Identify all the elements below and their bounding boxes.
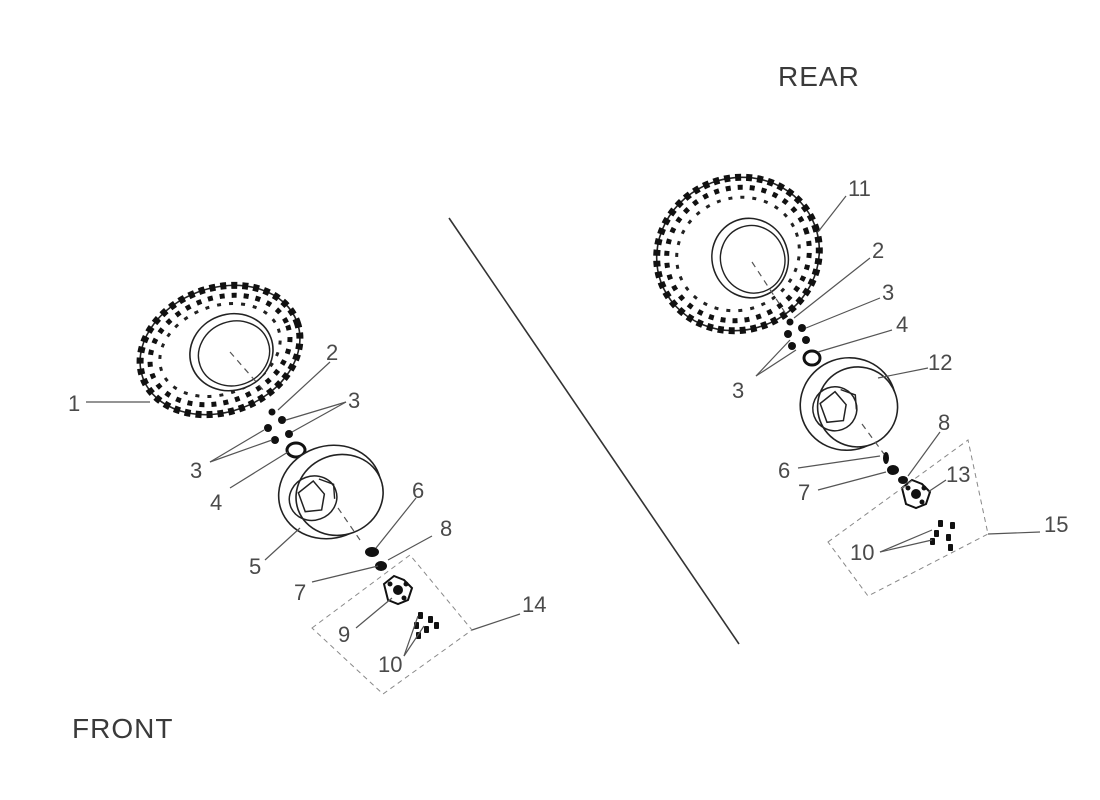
rear-callout-13: 13: [946, 462, 970, 487]
front-callout-3a: 3: [348, 388, 360, 413]
rear-bearing-6: [883, 452, 889, 464]
front-title: FRONT: [72, 713, 173, 744]
front-callout-6: 6: [412, 478, 424, 503]
rear-nut-7: [887, 465, 899, 475]
rear-valve-nut-a: [798, 324, 806, 332]
rear-valve-nut-d: [788, 342, 796, 350]
front-callout-3b: 3: [190, 458, 202, 483]
rear-callout-4: 4: [896, 312, 908, 337]
rear-callout-3b: 3: [732, 378, 744, 403]
front-valve-cap: [268, 408, 276, 416]
front-valve-nut-d: [271, 436, 279, 444]
rear-valve-stem: [802, 349, 822, 367]
rear-hub: [900, 478, 932, 510]
rear-callout-8: 8: [938, 410, 950, 435]
front-hub: [382, 574, 414, 606]
front-callout-9: 9: [338, 622, 350, 647]
rear-valve-cap: [786, 318, 794, 326]
rear-callout-10: 10: [850, 540, 874, 565]
divider-line: [448, 217, 740, 645]
rear-lug-nuts: [930, 520, 955, 551]
front-valve-nut-c: [285, 430, 293, 438]
rear-callout-11: 11: [848, 176, 871, 201]
front-tire-rim-hole: [189, 312, 274, 392]
rear-valve-nut-c: [802, 336, 810, 344]
front-valve-stem: [285, 441, 307, 459]
rear-callout-2: 2: [872, 238, 884, 263]
front-callout-8: 8: [440, 516, 452, 541]
rear-nut-8: [898, 476, 908, 484]
front-rim: [277, 444, 384, 540]
rear-rim: [799, 356, 899, 452]
rear-title: REAR: [778, 61, 860, 92]
rear-callout-3a: 3: [882, 280, 894, 305]
front-callout-5: 5: [249, 554, 261, 579]
front-callout-4: 4: [210, 490, 222, 515]
front-callout-7: 7: [294, 580, 306, 605]
rear-valve-nut-b: [784, 330, 792, 338]
rear-tire-rim-hole: [711, 217, 790, 299]
front-assembly: 1 2 3 3 4 5 6 7 8 9 10 14: [68, 281, 546, 695]
front-callout-2: 2: [326, 340, 338, 365]
front-nut-7: [375, 561, 387, 571]
front-bearing-6: [365, 547, 379, 557]
rear-hub-kit-outline: [827, 439, 989, 597]
rear-tire: [653, 173, 823, 335]
front-callout-10: 10: [378, 652, 402, 677]
front-valve-nut-a: [278, 416, 286, 424]
rear-assembly: 11 2 3 4 3 12 8 6 13 7 10 15: [653, 173, 1068, 597]
rear-callout-15: 15: [1044, 512, 1068, 537]
front-valve-nut-b: [264, 424, 272, 432]
front-callout-1: 1: [68, 391, 80, 416]
front-tire: [136, 281, 304, 419]
rear-callout-12: 12: [928, 350, 952, 375]
front-lug-nuts: [414, 612, 439, 639]
rear-callout-7: 7: [798, 480, 810, 505]
rear-callout-6: 6: [778, 458, 790, 483]
front-callout-14: 14: [522, 592, 546, 617]
